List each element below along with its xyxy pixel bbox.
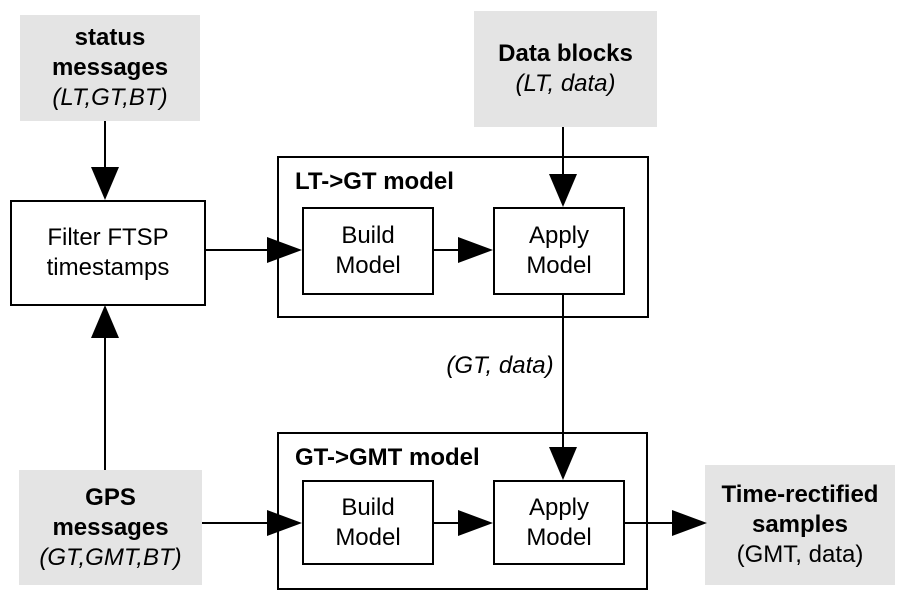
node-status-messages-line3: (LT,GT,BT)	[52, 84, 168, 111]
arrow-right-icon	[267, 237, 302, 263]
arrow-up-icon	[91, 305, 119, 338]
node-data-blocks-line2: (LT, data)	[515, 70, 616, 97]
node-gps-messages: GPS messages (GT,GMT,BT)	[19, 470, 202, 585]
arrow-right-icon	[458, 510, 493, 536]
node-apply-model-1-line1: Apply	[528, 222, 590, 249]
arrow-right-icon	[267, 510, 302, 536]
node-filter-ftsp: Filter FTSP timestamps	[10, 200, 206, 306]
node-status-messages: status messages (LT,GT,BT)	[20, 15, 200, 121]
edge-gps-to-filter-line	[104, 336, 106, 470]
edge-gps-to-build2-line	[202, 522, 269, 524]
edge-build1-to-apply1-line	[434, 249, 460, 251]
node-build-model-2-line2: Model	[335, 523, 401, 551]
node-build-model-2: Build Model	[302, 480, 434, 565]
arrow-down-icon	[91, 167, 119, 200]
node-apply-model-1: Apply Model	[493, 207, 625, 295]
node-status-messages-line1: status	[74, 24, 146, 51]
edge-apply2-to-output-line	[625, 522, 674, 524]
node-time-rectified-samples: Time-rectified samples (GMT, data)	[705, 465, 895, 585]
edge-filter-to-build1-line	[206, 249, 269, 251]
node-time-rectified-line3: (GMT, data)	[736, 541, 864, 568]
arrow-down-icon	[549, 174, 577, 207]
node-gps-messages-line1: GPS	[85, 483, 136, 511]
node-data-blocks-line1: Data blocks	[498, 40, 633, 67]
arrow-down-icon	[549, 447, 577, 480]
node-time-rectified-line1: Time-rectified	[721, 481, 879, 508]
edge-apply1-to-apply2-line	[562, 295, 564, 449]
edge-datablocks-to-apply1-line	[562, 127, 564, 176]
group-gt-gmt-model-title: GT->GMT model	[295, 444, 480, 471]
node-build-model-1-line1: Build	[341, 222, 395, 249]
node-apply-model-1-line2: Model	[526, 252, 592, 279]
node-filter-ftsp-line1: Filter FTSP	[47, 224, 169, 251]
node-apply-model-2-line2: Model	[526, 523, 592, 551]
node-apply-model-2: Apply Model	[493, 480, 625, 565]
node-data-blocks: Data blocks (LT, data)	[474, 11, 657, 127]
edge-label-gt-data: (GT, data)	[446, 352, 554, 379]
node-filter-ftsp-line2: timestamps	[46, 254, 170, 281]
node-build-model-2-line1: Build	[341, 493, 395, 521]
node-apply-model-2-line1: Apply	[528, 493, 590, 521]
node-status-messages-line2: messages	[51, 54, 169, 81]
edge-status-to-filter-line	[104, 121, 106, 169]
node-time-rectified-line2: samples	[751, 511, 849, 538]
node-build-model-1: Build Model	[302, 207, 434, 295]
edge-build2-to-apply2-line	[434, 522, 460, 524]
arrow-right-icon	[672, 510, 707, 536]
group-lt-gt-model-title: LT->GT model	[295, 168, 454, 195]
node-gps-messages-line2: messages	[52, 513, 169, 541]
node-gps-messages-line3: (GT,GMT,BT)	[39, 543, 182, 571]
arrow-right-icon	[458, 237, 493, 263]
node-build-model-1-line2: Model	[335, 252, 401, 279]
